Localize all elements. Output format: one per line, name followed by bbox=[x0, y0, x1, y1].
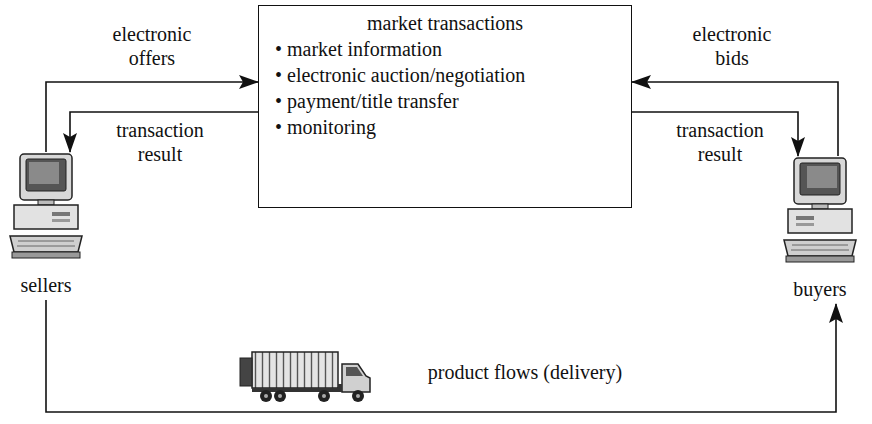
computer-icon bbox=[8, 152, 84, 270]
edge-label: electronic bids bbox=[672, 22, 792, 70]
computer-node: sellers bbox=[8, 152, 84, 298]
flow-arrow bbox=[46, 300, 836, 412]
bullet-item: • monitoring bbox=[273, 114, 617, 140]
edge-label: transaction result bbox=[100, 118, 220, 166]
bullet-item: • payment/title transfer bbox=[273, 88, 617, 114]
bullet-item: • electronic auction/negotiation bbox=[273, 62, 617, 88]
process-box: market transactions• market information•… bbox=[258, 5, 632, 208]
edge-label: product flows (delivery) bbox=[398, 360, 652, 384]
node-title: sellers bbox=[8, 272, 84, 298]
node-title: buyers bbox=[780, 276, 860, 302]
node-title: market transactions bbox=[273, 10, 617, 36]
edge-label: electronic offers bbox=[92, 22, 212, 70]
edge-label: transaction result bbox=[660, 118, 780, 166]
computer-node: buyers bbox=[780, 156, 860, 302]
computer-icon bbox=[782, 156, 858, 274]
truck-icon bbox=[238, 350, 374, 404]
bullet-item: • market information bbox=[273, 36, 617, 62]
